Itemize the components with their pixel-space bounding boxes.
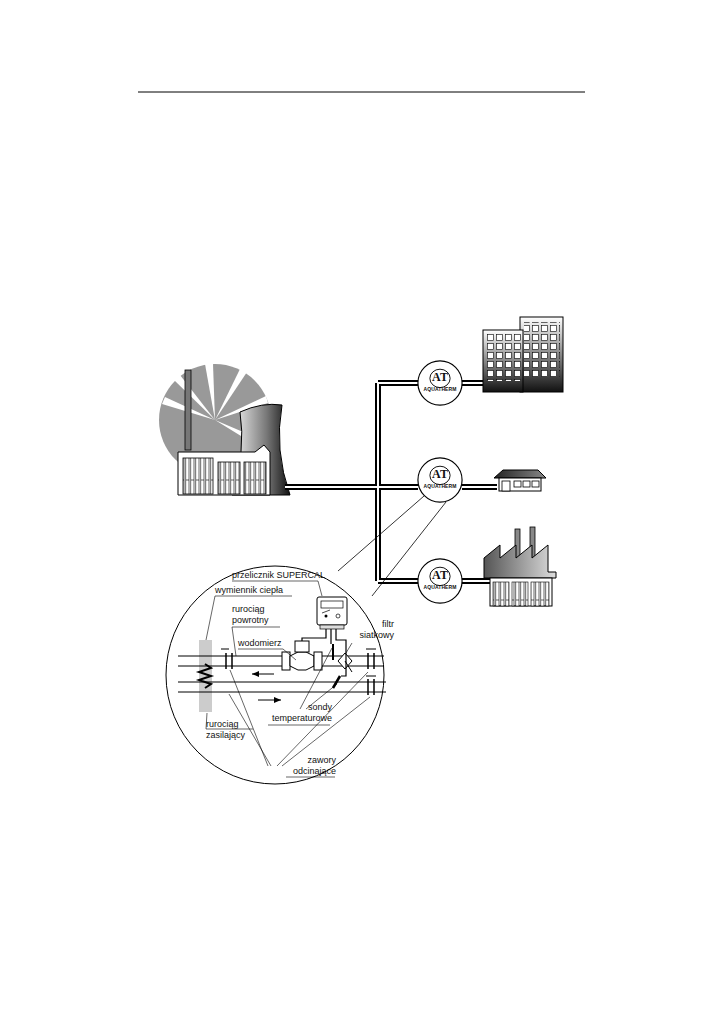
brand-name: AQUATHERM	[423, 484, 456, 489]
brand-name: AQUATHERM	[423, 585, 456, 590]
heat-meter-circle: AT AQUATHERM	[417, 457, 463, 503]
logo-letters: AT	[432, 371, 448, 383]
part-label: rurociąg powrotny	[232, 604, 280, 626]
logo-letters: AT	[432, 468, 448, 480]
part-label: rurociąg zasilający	[206, 719, 262, 741]
part-label: wymiennik ciepła	[215, 585, 295, 596]
heat-meter-circle: AT AQUATHERM	[417, 558, 463, 604]
part-label: sondy temperaturowe	[268, 702, 332, 724]
magnifier-line	[338, 496, 424, 571]
part-label: wodomierz	[238, 638, 298, 649]
office-buildings	[483, 317, 563, 392]
part-label: przelicznik SUPERCAL	[232, 570, 332, 581]
detail-magnifier	[166, 566, 386, 784]
district-heating-pipes	[285, 383, 497, 581]
heat-meter-circle: AT AQUATHERM	[417, 360, 463, 406]
part-label: filtr siatkowy	[352, 619, 394, 641]
part-label: zawory odcinające	[286, 755, 336, 777]
power-plant	[159, 364, 290, 495]
circle-outline	[417, 360, 463, 406]
circle-outline	[417, 457, 463, 503]
factory	[484, 527, 556, 606]
circle-outline	[417, 558, 463, 604]
brand-name: AQUATHERM	[423, 387, 456, 392]
house	[494, 470, 546, 491]
logo-letters: AT	[432, 569, 448, 581]
